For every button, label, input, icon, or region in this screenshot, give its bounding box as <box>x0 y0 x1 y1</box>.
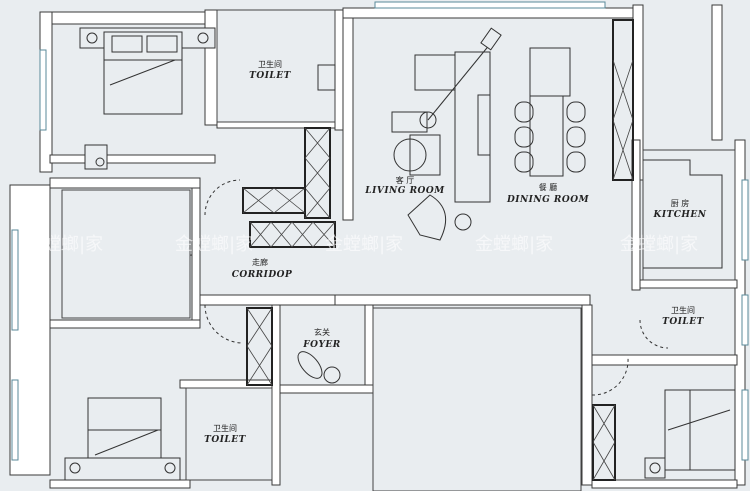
watermark: 金螳螂|家 <box>25 234 103 255</box>
outside-area <box>372 307 582 491</box>
kitchen-en: KITCHEN <box>653 210 707 220</box>
toilet-top: 卫生间 TOILET <box>216 9 336 123</box>
bedroom-bottom-left <box>64 397 181 481</box>
toilet-right-cn: 卫生间 <box>671 305 695 315</box>
foyer-cn: 玄关 <box>314 327 330 337</box>
bedroom-top-left <box>79 27 216 170</box>
toilet-bottom-cn: 卫生间 <box>213 423 237 433</box>
cabinets <box>242 19 634 481</box>
living-room: 客 厅 LIVING ROOM <box>364 27 502 241</box>
toilet-bottom-en: TOILET <box>204 435 246 445</box>
bedroom-bottom-right <box>644 389 736 479</box>
living-en: LIVING ROOM <box>364 186 445 196</box>
dining-room: 餐 廳 DINING ROOM <box>506 47 590 205</box>
toilet-right: 卫生间 TOILET <box>662 305 704 327</box>
toilet-top-en: TOILET <box>249 71 291 81</box>
toilet-top-cn: 卫生间 <box>258 59 282 69</box>
foyer: 玄关 FOYER <box>297 327 341 384</box>
watermark: 金螳螂|家 <box>475 234 553 255</box>
left-room <box>61 189 191 319</box>
watermarks: 金螳螂|家 金螳螂|家 金螳螂|家 金螳螂|家 金螳螂|家 <box>25 234 698 255</box>
windows <box>11 1 749 461</box>
toilet-right-en: TOILET <box>662 317 704 327</box>
watermark: 金螳螂|家 <box>325 234 403 255</box>
watermark: 金螳螂|家 <box>620 234 698 255</box>
toilet-bottom: 卫生间 TOILET <box>185 387 273 481</box>
corridor-cn: 走廊 <box>252 257 268 267</box>
watermark: 金螳螂|家 <box>175 234 253 255</box>
kitchen: 厨 房 KITCHEN <box>642 149 736 281</box>
foyer-en: FOYER <box>302 340 341 350</box>
dining-en: DINING ROOM <box>506 195 590 205</box>
kitchen-cn: 厨 房 <box>671 198 690 208</box>
living-cn: 客 厅 <box>396 175 415 185</box>
dining-cn: 餐 廳 <box>539 182 558 192</box>
corridor-en: CORRIDOP <box>232 270 293 280</box>
